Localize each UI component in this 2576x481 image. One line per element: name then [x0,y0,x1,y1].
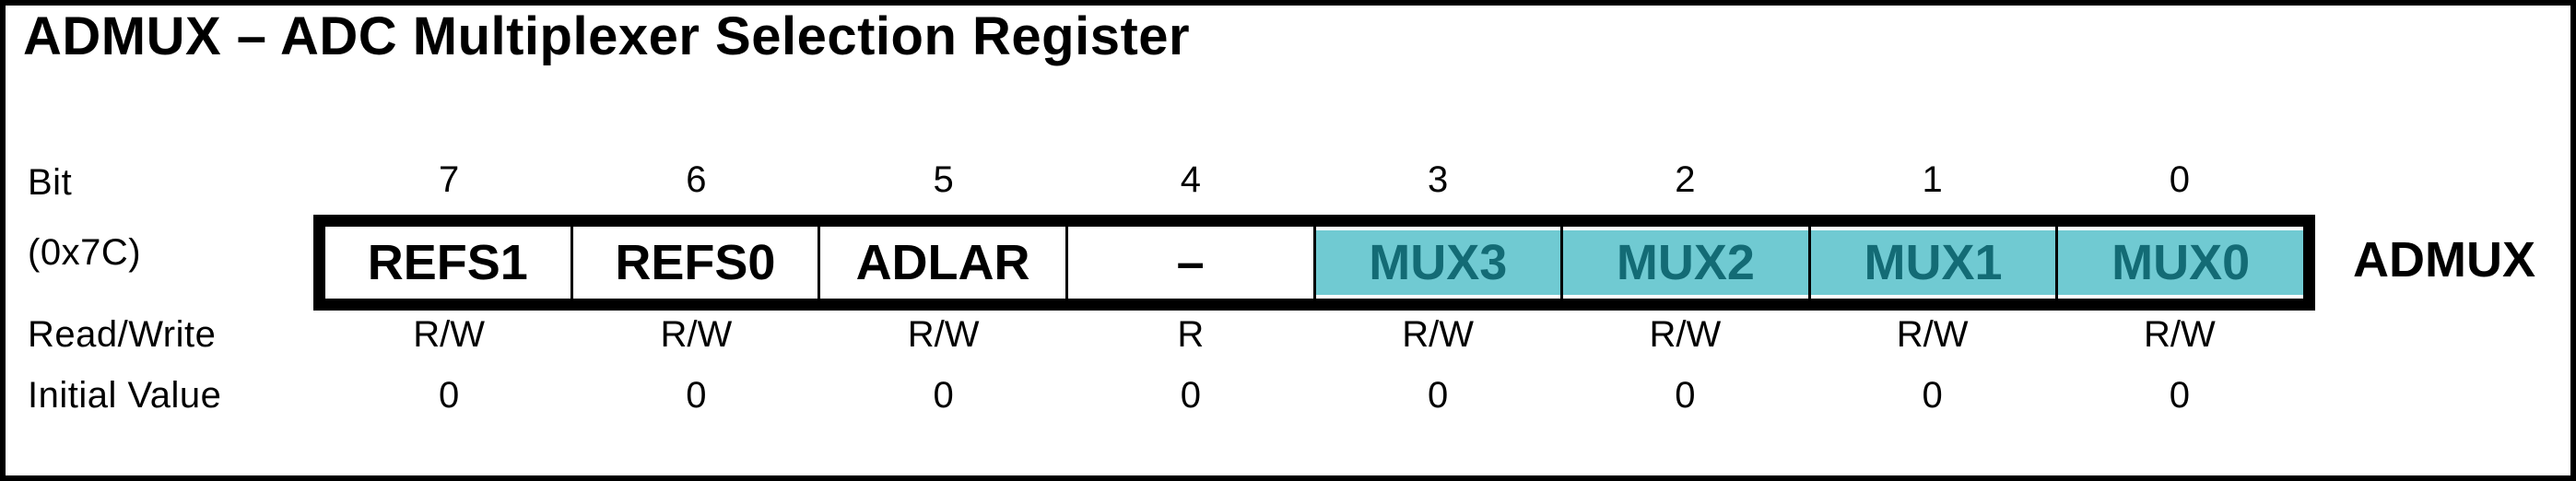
register-address: (0x7C) [28,232,142,273]
bit-number-7: 7 [439,159,460,200]
bit-number-2: 2 [1675,159,1696,200]
read-write-value-4: R [1177,314,1205,355]
read-write-value-0: R/W [2143,314,2216,355]
bit-number-1: 1 [1922,159,1943,200]
read-write-row-label: Read/Write [28,314,217,355]
initial-value-0: 0 [2169,375,2190,416]
initial-value-5: 0 [933,375,954,416]
read-write-value-2: R/W [1649,314,1722,355]
read-write-row: R/W R/W R/W R R/W R/W R/W R/W [313,314,2315,356]
read-write-value-1: R/W [1896,314,1969,355]
bit-number-0: 0 [2169,159,2190,200]
bit-number-3: 3 [1428,159,1449,200]
initial-value-row: 0 0 0 0 0 0 0 0 [313,375,2315,416]
initial-value-6: 0 [686,375,707,416]
bit-field-cell-5: ADLAR [817,227,1065,299]
bit-row-label: Bit [28,162,73,203]
bit-field-cell-4: – [1065,227,1313,299]
bit-field-cell-1: MUX1 [1807,227,2056,299]
bit-field-cell-0: MUX0 [2055,227,2303,299]
bit-field-cell-3: MUX3 [1312,227,1561,299]
initial-value-1: 0 [1922,375,1943,416]
bit-field-cell-7: REFS1 [325,227,570,299]
initial-value-2: 0 [1675,375,1696,416]
bit-field-cell-2: MUX2 [1560,227,1808,299]
initial-value-7: 0 [439,375,460,416]
bit-number-6: 6 [686,159,707,200]
read-write-value-6: R/W [660,314,733,355]
initial-value-row-label: Initial Value [28,375,222,416]
bit-number-5: 5 [933,159,954,200]
register-name: ADMUX [2353,232,2535,287]
bit-number-4: 4 [1180,159,1201,200]
read-write-value-5: R/W [907,314,980,355]
initial-value-4: 0 [1180,375,1201,416]
read-write-value-7: R/W [413,314,485,355]
bit-numbers-row: 7 6 5 4 3 2 1 0 [313,159,2315,201]
bit-field-cell-6: REFS0 [570,227,818,299]
initial-value-3: 0 [1428,375,1449,416]
page-title: ADMUX – ADC Multiplexer Selection Regist… [23,6,1191,66]
read-write-value-3: R/W [1402,314,1474,355]
